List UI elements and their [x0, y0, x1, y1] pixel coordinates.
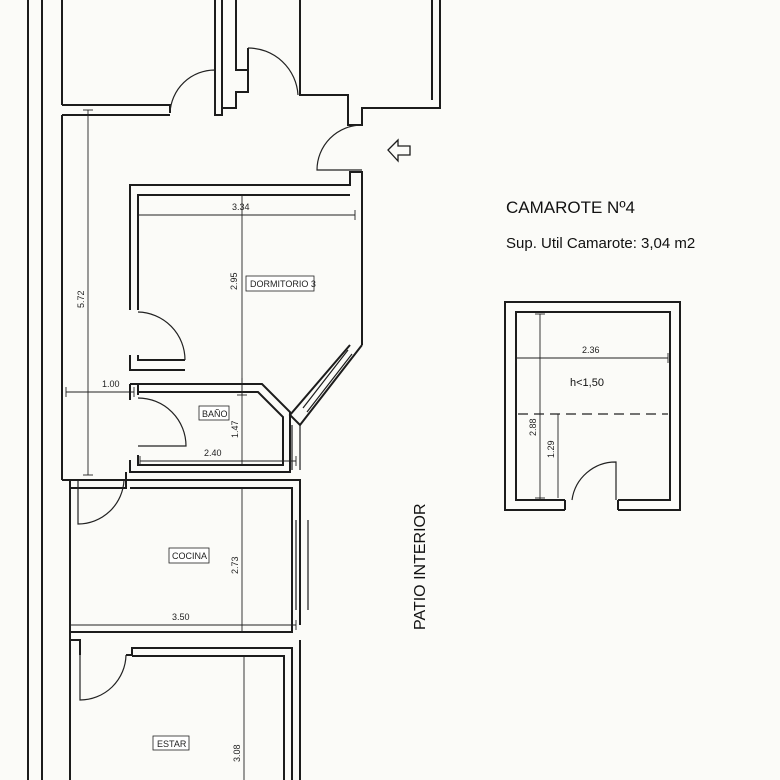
- bathroom-width-label: 2.40: [204, 448, 222, 458]
- living-label: ESTAR: [157, 739, 187, 749]
- bedroom-dimensions: [137, 195, 356, 396]
- living-door-swing: [79, 654, 127, 701]
- hall-length-label: 5.72: [76, 290, 86, 308]
- bathroom-walls: [129, 383, 301, 473]
- bedroom-window: [302, 349, 353, 413]
- top-door-swings: [169, 47, 363, 171]
- storage-door-swing: [571, 461, 617, 501]
- bedroom-depth-label: 2.95: [229, 272, 239, 290]
- bedroom-width-label: 3.34: [232, 202, 250, 212]
- bedroom-door-swing: [137, 311, 186, 361]
- living-walls: [70, 639, 301, 780]
- storage-surface: Sup. Util Camarote: 3,04 m2: [506, 235, 695, 252]
- living-label-box: [152, 735, 190, 751]
- hall-dimensions: [65, 109, 135, 476]
- storage-low-depth-label: 1.29: [546, 440, 556, 458]
- bathroom-dimensions: [139, 378, 297, 466]
- living-depth-label: 3.08: [232, 744, 242, 762]
- courtyard-label: PATIO INTERIOR: [412, 503, 429, 630]
- kitchen-walls: [62, 472, 309, 633]
- kitchen-depth-label: 2.73: [230, 556, 240, 574]
- hall-width-label: 1.00: [102, 379, 120, 389]
- top-rooms-walls: [62, 0, 441, 126]
- bedroom-walls: [129, 171, 363, 427]
- bedroom-label-box: [245, 275, 315, 292]
- facade-walls: [27, 0, 71, 780]
- storage-depth-label: 2.88: [528, 418, 538, 436]
- storage-walls: [504, 301, 681, 511]
- kitchen-dimensions: [69, 488, 297, 632]
- bathroom-label: BAÑO: [202, 409, 228, 419]
- storage-height-note: h<1,50: [570, 377, 604, 389]
- storage-width-label: 2.36: [582, 345, 600, 355]
- kitchen-label-box: [168, 547, 210, 564]
- storage-dimensions: [515, 313, 669, 500]
- bathroom-depth-label: 1.47: [230, 420, 240, 438]
- kitchen-door-swing: [77, 479, 125, 525]
- bathroom-label-box: [198, 405, 230, 421]
- storage-title: CAMAROTE Nº4: [506, 198, 635, 217]
- bedroom-label: DORMITORIO 3: [250, 279, 316, 289]
- kitchen-width-label: 3.50: [172, 612, 190, 622]
- kitchen-label: COCINA: [172, 551, 207, 561]
- entrance-arrow-icon: [387, 138, 411, 163]
- bathroom-door-swing: [137, 397, 187, 447]
